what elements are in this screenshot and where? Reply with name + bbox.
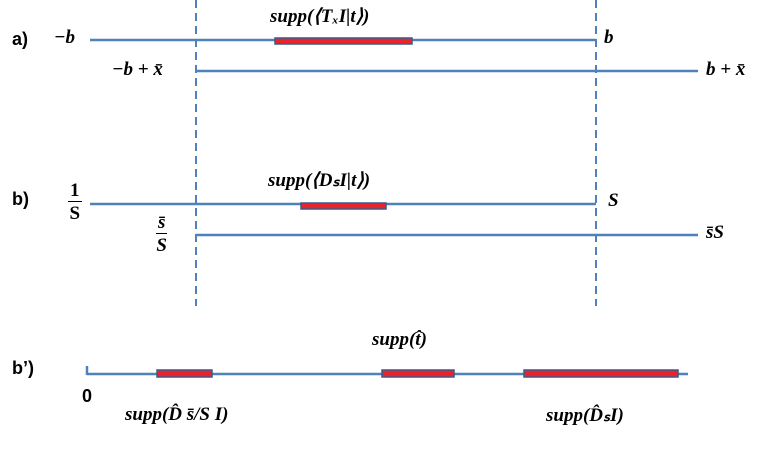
panel-b-top-right-label: S bbox=[608, 190, 619, 211]
panel-bprime-origin-label: 0 bbox=[82, 386, 93, 406]
panel-bprime-tag: b’) bbox=[12, 358, 34, 378]
panel-bprime-right-label: supp(D̂ₛI) bbox=[546, 405, 624, 426]
panel-b-bottom-left-denominator: S bbox=[156, 235, 167, 256]
panel-a-top-right-label: b bbox=[604, 27, 614, 48]
panel-b-bottom-left-numerator: s̄ bbox=[156, 212, 168, 234]
panel-b-tag: b) bbox=[12, 189, 29, 209]
panel-a-support-segment bbox=[274, 37, 413, 45]
panel-b-support-segment bbox=[300, 202, 387, 210]
panel-a-bottom-left-label: −b + x̄ bbox=[112, 59, 163, 80]
panel-b-top-left-numerator: 1 bbox=[68, 180, 82, 202]
panel-bprime-segment-left bbox=[156, 369, 213, 378]
panel-b-top-left-denominator: S bbox=[69, 203, 81, 224]
panel-a-support-label: supp(⟨TₓI|t⟩) bbox=[270, 6, 370, 27]
panel-bprime-left-label: supp(D̂ s̄/S I) bbox=[125, 404, 229, 425]
panel-b-bottom-left-fraction: s̄S bbox=[156, 212, 168, 256]
panel-a-bottom-right-label: b + x̄ bbox=[706, 59, 746, 80]
panel-a-tag: a) bbox=[12, 29, 29, 49]
panel-b-support-label: supp(⟨DₛI|t⟩) bbox=[268, 170, 371, 191]
panel-bprime-segment-right bbox=[523, 369, 679, 378]
panel-bprime-top-label: supp(t̂) bbox=[372, 329, 427, 350]
panel-bprime-segment-middle bbox=[381, 369, 455, 378]
panel-a-top-left-label: −b bbox=[54, 27, 76, 48]
panel-b-bottom-right-label: s̄S bbox=[706, 222, 724, 243]
